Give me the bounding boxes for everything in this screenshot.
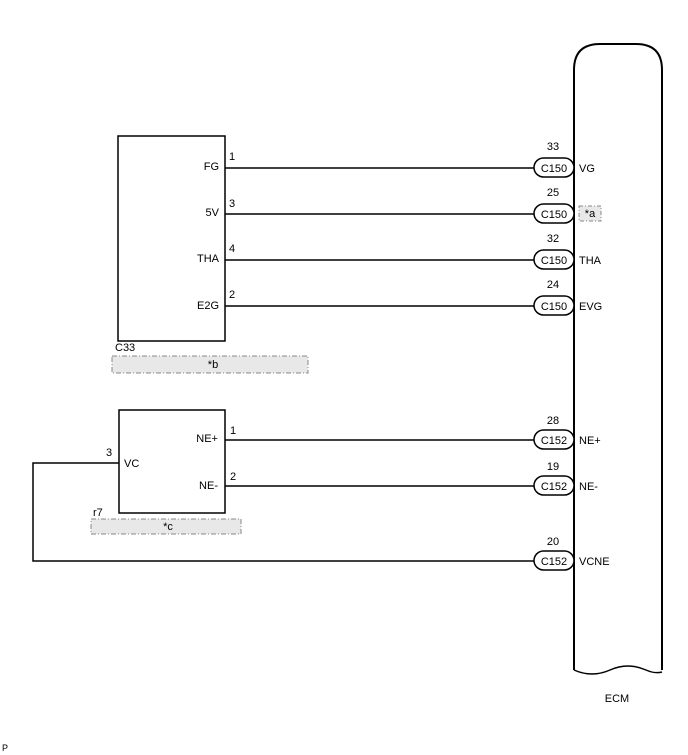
connector-code: C150 — [541, 301, 567, 313]
sensor-note: *b — [208, 359, 218, 371]
connector-code: C150 — [541, 255, 567, 267]
sensor-pin-5v: 3 — [229, 198, 235, 210]
ecm-pin-name-evg: EVG — [579, 301, 602, 313]
connector-code: C152 — [541, 481, 567, 493]
ecm-pin-number-ne-plus: 28 — [547, 415, 559, 427]
ecm-pin-name-tha: THA — [579, 255, 602, 267]
crank-pin-ne-minus: 2 — [230, 471, 236, 483]
crank-terminal-vc: VC — [124, 458, 139, 470]
ecm-connector-vcne: 20 C152 VCNE — [533, 536, 610, 571]
sensor-pin-fg: 1 — [229, 151, 235, 163]
sensor-pin-tha: 4 — [229, 243, 235, 255]
corner-mark: P — [2, 743, 8, 753]
ecm-connector-ne-plus: 28 C152 NE+ — [533, 415, 601, 450]
ecm-pin-name-a: *a — [585, 208, 596, 220]
ecm-connector-a: 25 C150 *a — [533, 187, 602, 224]
ecm-pin-number-tha: 32 — [547, 233, 559, 245]
ecm-pin-name-ne-minus: NE- — [579, 481, 598, 493]
sensor-note-box — [111, 355, 309, 374]
connector-pill — [533, 429, 575, 450]
ecm-label: ECM — [605, 693, 629, 705]
wire-vcne — [32, 462, 534, 562]
ecm-pin-number-evg: 24 — [547, 279, 559, 291]
crank-terminal-ne-plus: NE+ — [196, 433, 218, 445]
sensor-component-box — [117, 135, 226, 342]
sensor-terminal-5v: 5V — [206, 207, 220, 219]
ecm-pin-number-ne-minus: 19 — [547, 461, 559, 473]
connector-pill — [533, 550, 575, 571]
crank-pin-vc: 3 — [106, 447, 112, 459]
sensor-terminal-e2g: E2G — [197, 300, 219, 312]
sensor-connector-label: C33 — [115, 342, 135, 354]
ecm-connector-evg: 24 C150 EVG — [533, 279, 602, 316]
ecm-pin-name-vg: VG — [579, 163, 595, 175]
ecm-note-box — [578, 205, 602, 222]
connector-code: C152 — [541, 435, 567, 447]
crank-terminal-ne-minus: NE- — [199, 480, 218, 492]
connector-code: C152 — [541, 556, 567, 568]
connector-pill — [533, 475, 575, 496]
ecm-connector-vg: 33 C150 VG — [533, 141, 595, 178]
wires — [32, 167, 534, 562]
ecm-pin-name-vcne: VCNE — [579, 556, 610, 568]
ecm-pin-name-ne-plus: NE+ — [579, 435, 601, 447]
connector-code: C150 — [541, 163, 567, 175]
sensor-terminal-tha: THA — [197, 253, 220, 265]
ecm-pin-number-vg: 33 — [547, 141, 559, 153]
connector-pill — [533, 295, 575, 316]
connector-code: C150 — [541, 209, 567, 221]
ecm-pin-number-vcne: 20 — [547, 536, 559, 548]
ecm-connector-tha: 32 C150 THA — [533, 233, 602, 270]
connector-pill — [533, 249, 575, 270]
ecm-pin-number-a: 25 — [547, 187, 559, 199]
sensor-pin-e2g: 2 — [229, 289, 235, 301]
connector-pill — [533, 157, 575, 178]
sensor-terminal-fg: FG — [204, 161, 219, 173]
crank-connector-label: r7 — [93, 507, 103, 519]
ecm-connector-ne-minus: 19 C152 NE- — [533, 461, 598, 496]
ecm-break-line — [573, 665, 663, 675]
crank-note-box — [90, 518, 242, 535]
crank-note: *c — [163, 521, 173, 533]
ecm-outline — [573, 43, 663, 670]
crank-pin-ne-plus: 1 — [230, 425, 236, 437]
crank-component-box — [118, 409, 226, 514]
connector-pill — [533, 203, 575, 224]
